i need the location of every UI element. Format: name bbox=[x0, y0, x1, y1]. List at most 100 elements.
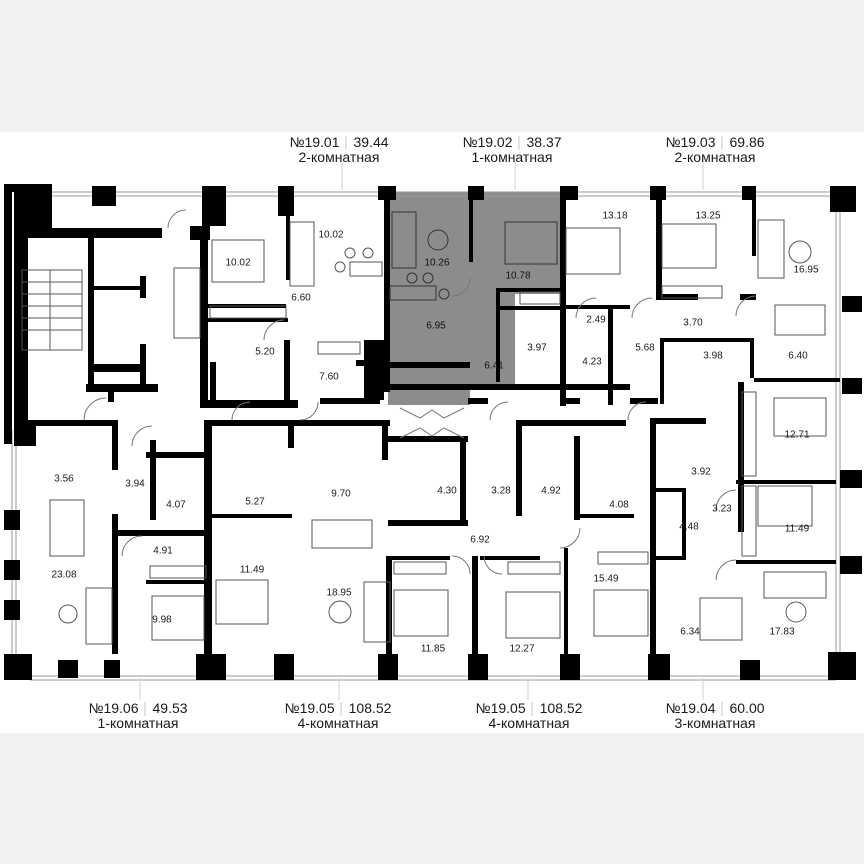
room-area: 12.27 bbox=[509, 643, 535, 655]
bed-icon bbox=[215, 579, 269, 625]
room-area: 9.70 bbox=[331, 488, 351, 500]
room-area: 3.23 bbox=[712, 503, 732, 515]
bed-icon bbox=[661, 223, 717, 269]
bed-icon bbox=[211, 239, 265, 283]
dining-table-icon bbox=[699, 597, 743, 641]
separator bbox=[518, 135, 520, 150]
room-area: 6.40 bbox=[788, 350, 808, 362]
room-area: 6.95 bbox=[426, 320, 446, 332]
room-area: 10.02 bbox=[318, 229, 344, 241]
room-area: 13.25 bbox=[695, 210, 721, 222]
room-area: 3.98 bbox=[703, 350, 723, 362]
dining-table-icon bbox=[311, 519, 373, 549]
room-area: 10.02 bbox=[225, 257, 251, 269]
room-area: 3.97 bbox=[527, 342, 547, 354]
room-area: 11.49 bbox=[239, 564, 265, 576]
separator bbox=[721, 701, 723, 716]
bed-icon bbox=[504, 221, 558, 265]
room-area: 5.68 bbox=[635, 342, 655, 354]
sofa-icon bbox=[85, 587, 113, 645]
sofa-icon bbox=[391, 211, 417, 269]
apartment-type: 2-комнатная bbox=[674, 149, 756, 165]
dining-table-icon bbox=[774, 304, 826, 336]
bed-icon bbox=[505, 591, 561, 639]
apartment-area: 108.52 bbox=[539, 700, 583, 716]
apartment-number: №19.04 bbox=[665, 700, 716, 716]
room-area: 2.49 bbox=[586, 314, 606, 326]
room-area: 4.48 bbox=[679, 521, 699, 533]
room-area: 3.28 bbox=[491, 485, 511, 497]
room-area: 3.70 bbox=[683, 317, 703, 329]
room-area: 6.92 bbox=[470, 534, 490, 546]
furniture bbox=[21, 211, 827, 645]
sofa-icon bbox=[757, 219, 785, 279]
apartment-area: 108.52 bbox=[348, 700, 392, 716]
doors bbox=[83, 209, 757, 581]
bed-icon bbox=[757, 485, 813, 527]
windows bbox=[11, 191, 841, 681]
apartment-area: 69.86 bbox=[729, 134, 765, 150]
bed-icon bbox=[151, 595, 205, 641]
apartment-label-19-05-right[interactable]: №19.05 108.52 4-комнатная bbox=[476, 701, 583, 731]
apartment-area: 38.37 bbox=[526, 134, 562, 150]
apartment-label-19-02[interactable]: №19.02 38.37 1-комнатная bbox=[462, 135, 561, 165]
room-area: 12.71 bbox=[784, 429, 810, 441]
apartment-area: 60.00 bbox=[729, 700, 765, 716]
room-area: 6.41 bbox=[484, 360, 504, 372]
room-area: 15.49 bbox=[593, 573, 619, 585]
sofa-icon bbox=[363, 581, 391, 643]
room-area: 5.20 bbox=[255, 346, 275, 358]
separator bbox=[340, 701, 342, 716]
sofa-icon bbox=[289, 221, 315, 287]
apartment-type: 2-комнатная bbox=[298, 149, 380, 165]
room-area: 16.95 bbox=[793, 264, 819, 276]
separator bbox=[531, 701, 533, 716]
room-area: 10.26 bbox=[424, 257, 450, 269]
separator bbox=[721, 135, 723, 150]
apartment-number: №19.06 bbox=[88, 700, 139, 716]
room-area: 11.49 bbox=[784, 523, 810, 535]
bed-icon bbox=[565, 227, 621, 275]
room-area: 3.92 bbox=[691, 466, 711, 478]
room-area: 3.56 bbox=[54, 473, 74, 485]
room-area: 13.18 bbox=[602, 210, 628, 222]
room-area: 4.91 bbox=[153, 545, 173, 557]
dining-table-icon bbox=[49, 499, 85, 557]
room-area: 6.60 bbox=[291, 292, 311, 304]
apartment-type: 3-комнатная bbox=[674, 715, 756, 731]
room-area: 18.95 bbox=[326, 587, 352, 599]
apartment-number: №19.05 bbox=[475, 700, 526, 716]
apartment-type: 1-комнатная bbox=[97, 715, 179, 731]
room-area: 4.23 bbox=[582, 356, 602, 368]
room-area: 4.08 bbox=[609, 499, 629, 511]
room-area: 23.08 bbox=[51, 569, 77, 581]
selected-apartment-19-02[interactable] bbox=[388, 192, 560, 405]
apartment-label-19-06[interactable]: №19.06 49.53 1-комнатная bbox=[88, 701, 187, 731]
room-area: 10.78 bbox=[505, 270, 531, 282]
room-area: 3.94 bbox=[125, 478, 145, 490]
room-area: 4.92 bbox=[541, 485, 561, 497]
room-area: 9.98 bbox=[152, 614, 172, 626]
separator bbox=[144, 701, 146, 716]
apartment-number: №19.02 bbox=[462, 134, 513, 150]
room-area: 4.07 bbox=[166, 499, 186, 511]
apartment-area: 49.53 bbox=[152, 700, 188, 716]
apartment-type: 4-комнатная bbox=[488, 715, 570, 731]
room-area: 7.60 bbox=[319, 371, 339, 383]
walls bbox=[4, 184, 862, 680]
room-area: 4.30 bbox=[437, 485, 457, 497]
apartment-area: 39.44 bbox=[353, 134, 389, 150]
apartment-type: 1-комнатная bbox=[471, 149, 553, 165]
leader-lines bbox=[139, 162, 704, 700]
room-area: 11.85 bbox=[420, 643, 446, 655]
room-area: 17.83 bbox=[769, 626, 795, 638]
bed-icon bbox=[393, 589, 449, 637]
apartment-label-19-04[interactable]: №19.04 60.00 3-комнатная bbox=[665, 701, 764, 731]
bed-icon bbox=[593, 589, 649, 637]
apartment-number: №19.05 bbox=[284, 700, 335, 716]
bed-icon bbox=[773, 397, 827, 437]
